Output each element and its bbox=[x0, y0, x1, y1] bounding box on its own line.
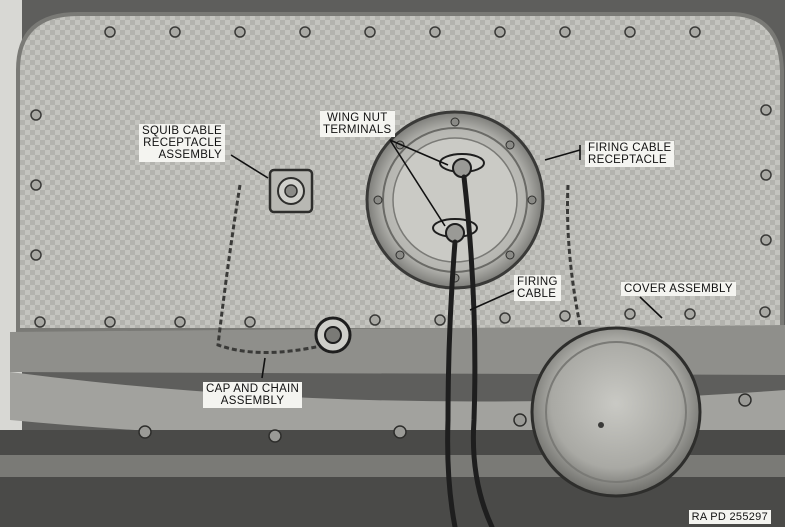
label-wing-nut-terminals: WING NUT TERMINALS bbox=[320, 111, 395, 137]
figure-reference: RA PD 255297 bbox=[688, 510, 771, 524]
label-cover-assembly: COVER ASSEMBLY bbox=[621, 282, 736, 296]
label-firing-cable: FIRING CABLE bbox=[514, 275, 561, 301]
cover-assembly bbox=[530, 326, 702, 498]
cover-chain bbox=[566, 184, 582, 326]
label-cap-and-chain-assembly: CAP AND CHAIN ASSEMBLY bbox=[203, 382, 303, 408]
panel-rivets bbox=[30, 26, 772, 328]
label-squib-receptacle: SQUIB CABLE RECEPTACLE ASSEMBLY bbox=[139, 124, 225, 162]
label-firing-cable-receptacle: FIRING CABLE RECEPTACLE bbox=[585, 141, 675, 167]
wing-nut-terminal-upper bbox=[439, 153, 485, 178]
leader-lines bbox=[230, 139, 663, 379]
cap-chain bbox=[216, 184, 326, 354]
cap-assembly bbox=[314, 316, 352, 354]
frame-bolts bbox=[138, 393, 752, 443]
squib-receptacle bbox=[268, 168, 314, 214]
firing-receptacle bbox=[365, 110, 545, 290]
firing-cables bbox=[445, 174, 495, 527]
